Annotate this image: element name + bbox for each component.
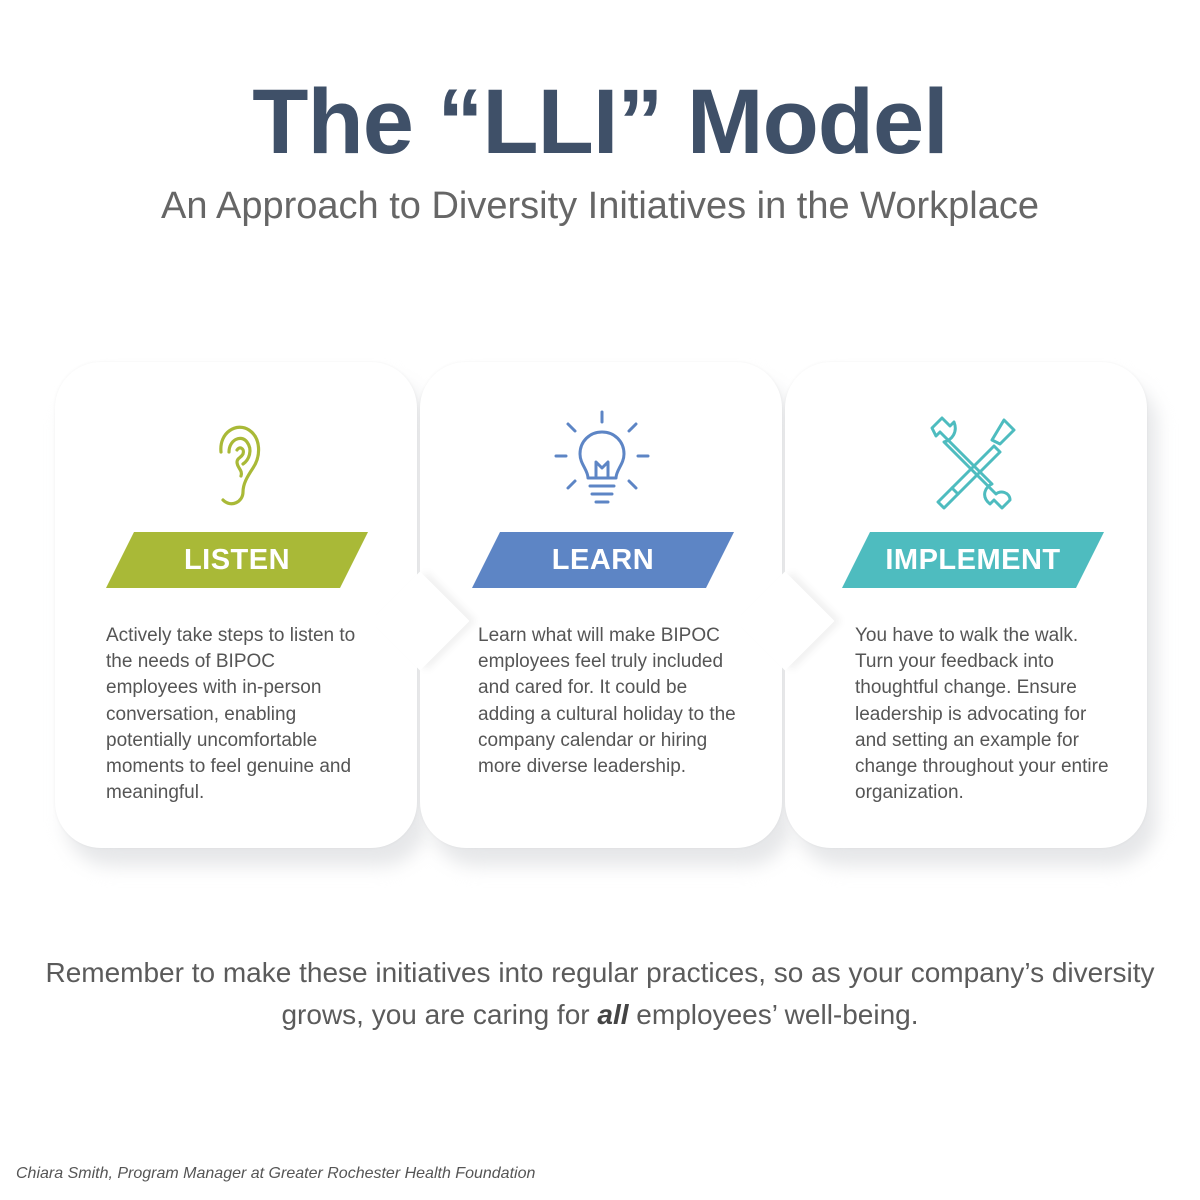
step-label: LEARN: [551, 544, 655, 576]
tools-icon: [922, 410, 1022, 510]
card-learn: [420, 362, 782, 848]
step-description: You have to walk the walk. Turn your fee…: [855, 625, 1109, 804]
closing-note: Remember to make these initiatives into …: [40, 952, 1160, 1036]
step-description: Actively take steps to listen to the nee…: [106, 625, 356, 804]
banner-background: [842, 532, 1104, 588]
ear-icon: [187, 410, 287, 510]
step-label: LISTEN: [183, 544, 291, 576]
author-credit: Chiara Smith, Program Manager at Greater…: [16, 1165, 536, 1182]
step-banner-implement: IMPLEMENT: [842, 532, 1104, 588]
step-description: Learn what will make BIPOC employees fee…: [478, 625, 736, 778]
step-banner-listen: LISTEN: [106, 532, 368, 588]
step-label: IMPLEMENT: [885, 544, 1061, 576]
page-title: The “LLI” Model: [252, 71, 948, 173]
banner-background: [472, 532, 734, 588]
card-listen: [55, 362, 417, 848]
closing-note-part2: employees’ well-being.: [628, 999, 919, 1030]
closing-note-emphasis: all: [597, 999, 629, 1030]
banner-background: [106, 532, 368, 588]
lightbulb-icon: [552, 410, 652, 510]
step-banner-learn: LEARN: [472, 532, 734, 588]
closing-note-part1: Remember to make these initiatives into …: [45, 957, 1155, 1030]
card-implement: [785, 362, 1147, 848]
page-subtitle: An Approach to Diversity Initiatives in …: [161, 185, 1039, 227]
